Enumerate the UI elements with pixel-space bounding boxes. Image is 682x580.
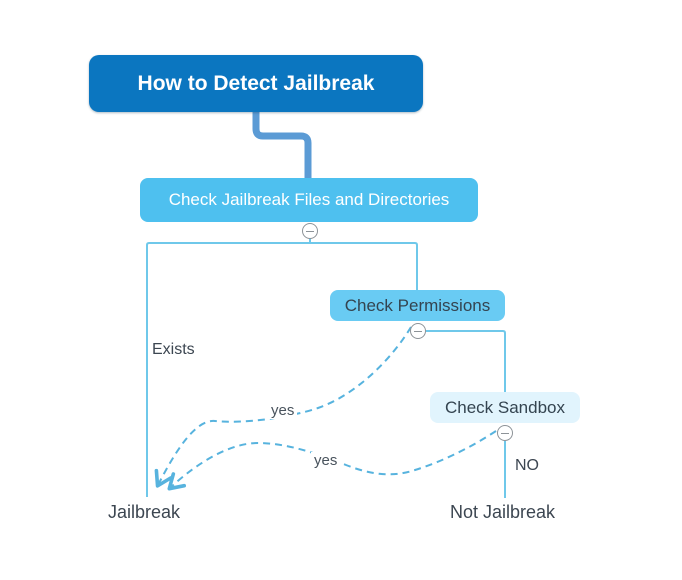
node-check-files[interactable]: Check Jailbreak Files and Directories: [140, 178, 478, 222]
node-check-permissions[interactable]: Check Permissions: [330, 290, 505, 321]
minus-glyph: [306, 230, 314, 232]
collapse-minus-icon-check-sandbox[interactable]: [497, 425, 513, 441]
edge-yes-sandbox-to-jailbreak: [167, 430, 497, 491]
node-not-jailbreak[interactable]: Not Jailbreak: [450, 502, 556, 522]
minus-glyph: [501, 432, 509, 434]
edge-branch-files: [146, 242, 418, 497]
edge-root-to-check-files: [252, 112, 312, 178]
node-root[interactable]: How to Detect Jailbreak: [89, 55, 423, 112]
edge-label-no: NO: [515, 457, 539, 474]
collapse-minus-icon-check-permissions[interactable]: [410, 323, 426, 339]
edge-permissions-to-sandbox: [426, 330, 506, 392]
node-check-sandbox[interactable]: Check Sandbox: [430, 392, 580, 423]
edge-label-exists: Exists: [152, 341, 195, 358]
minus-glyph: [414, 330, 422, 332]
edge-label-yes-sandbox: yes: [311, 452, 341, 469]
edge-label-yes-permissions: yes: [268, 402, 298, 419]
node-jailbreak[interactable]: Jailbreak: [108, 502, 181, 522]
collapse-minus-icon-check-files[interactable]: [302, 223, 318, 239]
